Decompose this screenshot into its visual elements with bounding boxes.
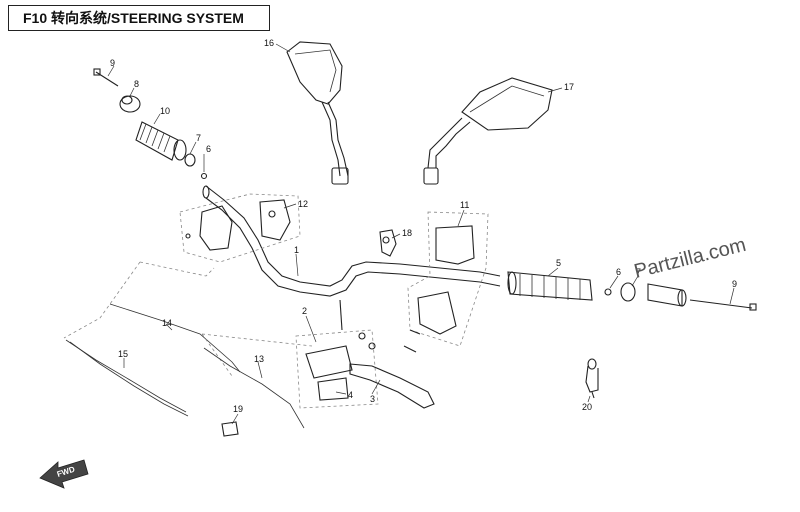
callout-20: 20: [582, 402, 592, 412]
callout-7-right: 7: [636, 267, 641, 277]
callout-15: 14: [162, 318, 172, 328]
cable-16[interactable]: [65, 339, 189, 417]
cable-15[interactable]: [63, 261, 241, 373]
callout-6-left: 6: [206, 144, 211, 154]
cable-13[interactable]: [201, 333, 313, 429]
callout-7-left: 7: [196, 133, 201, 143]
right-bar-end-assembly[interactable]: [604, 282, 757, 311]
callout-14: 19: [233, 404, 243, 414]
right-mirror[interactable]: [423, 77, 553, 185]
callout-2: 2: [302, 306, 307, 316]
callout-13: 13: [254, 354, 264, 364]
callout-12: 12: [298, 199, 308, 209]
diagram-title: F10 转向系统/STEERING SYSTEM: [8, 5, 270, 31]
callout-3: 3: [370, 394, 375, 404]
mirror-bracket[interactable]: [379, 229, 397, 257]
callout-6-right: 6: [616, 267, 621, 277]
right-switch-housing[interactable]: [403, 211, 489, 353]
callout-16: 15: [118, 349, 128, 359]
callout-19: 18: [402, 228, 412, 238]
callout-4: 4: [348, 390, 353, 400]
left-switch-housing[interactable]: [179, 193, 301, 263]
callout-5: 5: [556, 258, 561, 268]
callout-10: 10: [160, 106, 170, 116]
callout-9-left: 9: [110, 58, 115, 68]
right-grip[interactable]: [507, 271, 593, 301]
handlebar[interactable]: [202, 185, 501, 297]
cable-end-20[interactable]: [585, 358, 599, 399]
callout-8: 8: [134, 79, 139, 89]
callout-18: 17: [564, 82, 574, 92]
callout-17: 16: [264, 38, 274, 48]
callout-1: 1: [294, 245, 299, 255]
left-grip-assembly[interactable]: [93, 68, 208, 180]
bracket-14[interactable]: [221, 421, 239, 437]
leader-lines: [107, 43, 735, 425]
left-mirror[interactable]: [286, 41, 349, 185]
callout-labels: 9 8 10 7 6 16 17 12 18 11 1 5 6 7 9 2 14…: [110, 38, 737, 414]
watermark: Partzilla.com: [632, 234, 748, 283]
callout-9-right: 9: [732, 279, 737, 289]
forward-direction-arrow-icon: FWD: [39, 459, 89, 489]
lever-assembly[interactable]: [295, 299, 435, 409]
callout-11: 11: [460, 200, 469, 210]
